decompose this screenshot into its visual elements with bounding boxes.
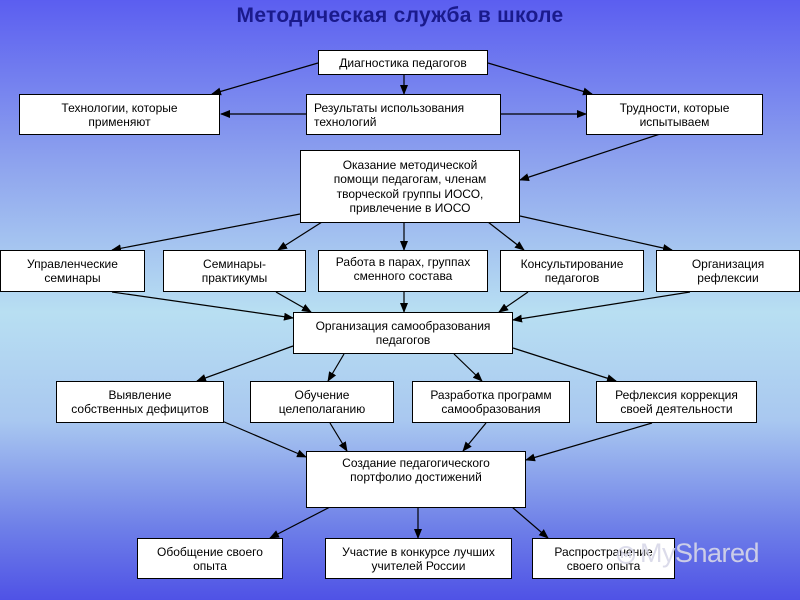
arrow-reflection-correction-portfolio [525, 422, 653, 462]
node-generalization: Обобщение своего опыта [137, 538, 283, 579]
arrow-assistance-workshops [277, 221, 323, 251]
node-reflection-correction: Рефлексия коррекция своей деятельности [596, 381, 757, 423]
arrow-assistance-reflection [519, 215, 673, 252]
arrow-portfolio-generalization [269, 506, 331, 539]
node-contest: Участие в конкурсе лучших учителей Росси… [325, 538, 512, 579]
diagram-title: Методическая служба в школе [236, 4, 564, 27]
watermark: MyShared [640, 538, 760, 568]
node-technologies: Технологии, которые применяют [19, 94, 220, 135]
node-workshops: Семинары- практикумы [163, 250, 306, 292]
node-self-education: Организация самообразования педагогов [293, 312, 513, 354]
node-assistance: Оказание методической помощи педагогам, … [300, 150, 520, 223]
node-pairs-work: Работа в парах, группах сменного состава [318, 250, 488, 292]
node-deficits: Выявление собственных дефицитов [56, 381, 224, 423]
arrow-reflection-self [512, 291, 691, 323]
arrow-workshops-self [275, 291, 312, 313]
arrow-diag-difficulties [487, 62, 593, 96]
node-goal-setting: Обучение целеполаганию [250, 381, 394, 423]
node-mgmt-seminars: Управленческие семинары [0, 250, 145, 292]
node-portfolio: Создание педагогического портфолио дости… [306, 451, 526, 508]
arrow-programs-portfolio [462, 422, 487, 452]
arrow-self-programs [453, 353, 483, 382]
arrow-consulting-self [498, 291, 529, 313]
arrow-mgmt-self [111, 291, 294, 321]
arrow-difficulties-assistance [519, 133, 661, 181]
node-results: Результаты использования технологий [306, 94, 501, 135]
arrow-assistance-consulting [487, 221, 525, 251]
arrow-self-goal [327, 353, 345, 382]
node-programs: Разработка программ самообразования [412, 381, 570, 423]
arrow-self-reflection-correction [512, 347, 617, 383]
node-reflection-org: Организация рефлексии [656, 250, 800, 292]
node-difficulties: Трудности, которые испытываем [586, 94, 763, 135]
arrow-portfolio-dissemination [511, 506, 549, 539]
node-diagnostics: Диагностика педагогов [318, 50, 488, 75]
node-consulting: Консультирование педагогов [500, 250, 644, 292]
arrow-self-deficits [196, 345, 294, 382]
arrow-deficits-portfolio [221, 420, 307, 458]
arrow-diag-technologies [211, 62, 319, 96]
myshared-logo-icon [617, 546, 635, 564]
arrow-goal-portfolio [329, 422, 348, 452]
arrow-assistance-mgmt [111, 213, 301, 253]
